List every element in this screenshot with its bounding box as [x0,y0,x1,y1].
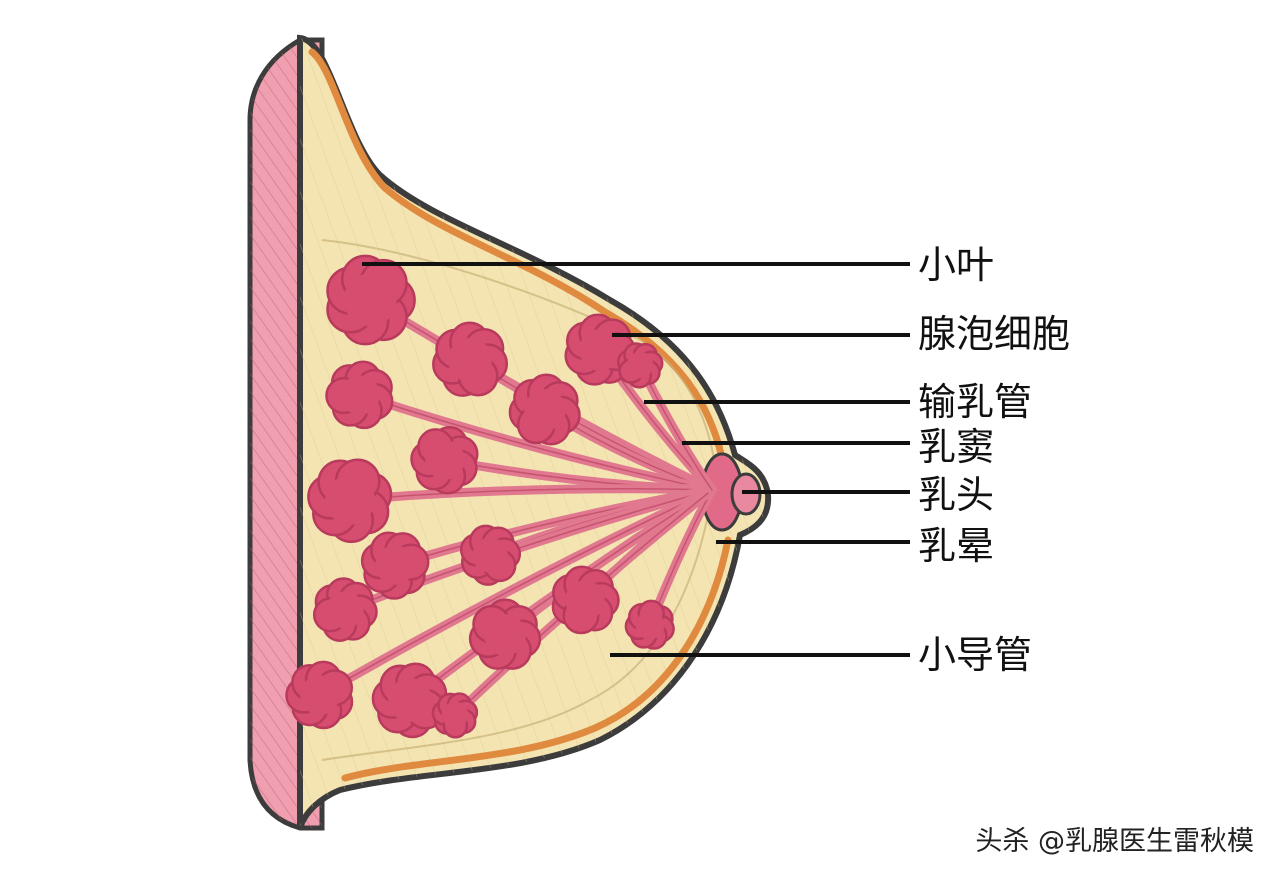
lobule-core [448,338,492,382]
leader-line-lactiferous-sinus [682,441,910,445]
lobule-core [326,591,364,629]
lobule-cluster [326,254,416,346]
leader-line-lobule [362,262,910,266]
lobule-cluster [459,524,522,586]
label-lactiferous-sinus: 乳窦 [918,425,995,469]
lobule-cluster [551,565,620,635]
label-lobule: 小叶 [918,243,995,287]
label-areola: 乳晕 [918,524,995,568]
lobule-core [300,675,340,715]
lobule-core [425,440,465,480]
leader-line-small-duct [610,653,910,657]
lobule-cluster [325,360,394,430]
lobule-core [635,610,665,640]
lobule-core [343,273,397,327]
lobule-cluster [616,342,664,389]
label-alveolar-cells: 腺泡细胞 [918,312,1071,356]
label-small-duct: 小导管 [918,633,1033,677]
duct-branch-outline [359,394,713,491]
leader-line-nipple [742,490,910,494]
watermark: 头杀 @乳腺医生雷秋模 [975,826,1254,857]
lobule-core [340,375,380,415]
lobule-core [472,537,508,573]
lobule-cluster [285,660,354,730]
lobule-cluster [410,425,479,495]
leader-line-areola [716,540,910,544]
lobule-core [388,678,432,722]
lobule-cluster [624,599,675,650]
nipple-shape [730,472,762,516]
duct-branch-outline [319,489,713,696]
lobule-clusters [285,254,675,739]
lobule-cluster [508,373,581,446]
lobule-core [325,475,375,525]
lobule-cluster [432,321,509,397]
lobule-cluster [312,577,378,642]
duct-branch-outline [349,488,713,501]
label-nipple: 乳头 [918,473,995,517]
lobule-core [579,329,621,371]
lobule-core [565,580,605,620]
duct-network [315,295,717,720]
lobule-core [484,614,526,656]
lobule-core [375,545,415,585]
lobule-cluster [307,458,393,544]
lobule-cluster [564,313,637,386]
lobule-cluster [431,692,479,739]
label-lactiferous-duct: 输乳管 [918,380,1033,424]
lobule-core [626,351,654,379]
leader-line-alveolar-cells [612,333,910,337]
leader-line-lactiferous-duct [644,400,910,404]
lobule-cluster [468,598,542,670]
lobule-cluster [360,531,430,600]
lobule-core [441,701,469,729]
lobule-core [524,389,566,431]
skin-layer [308,48,732,782]
